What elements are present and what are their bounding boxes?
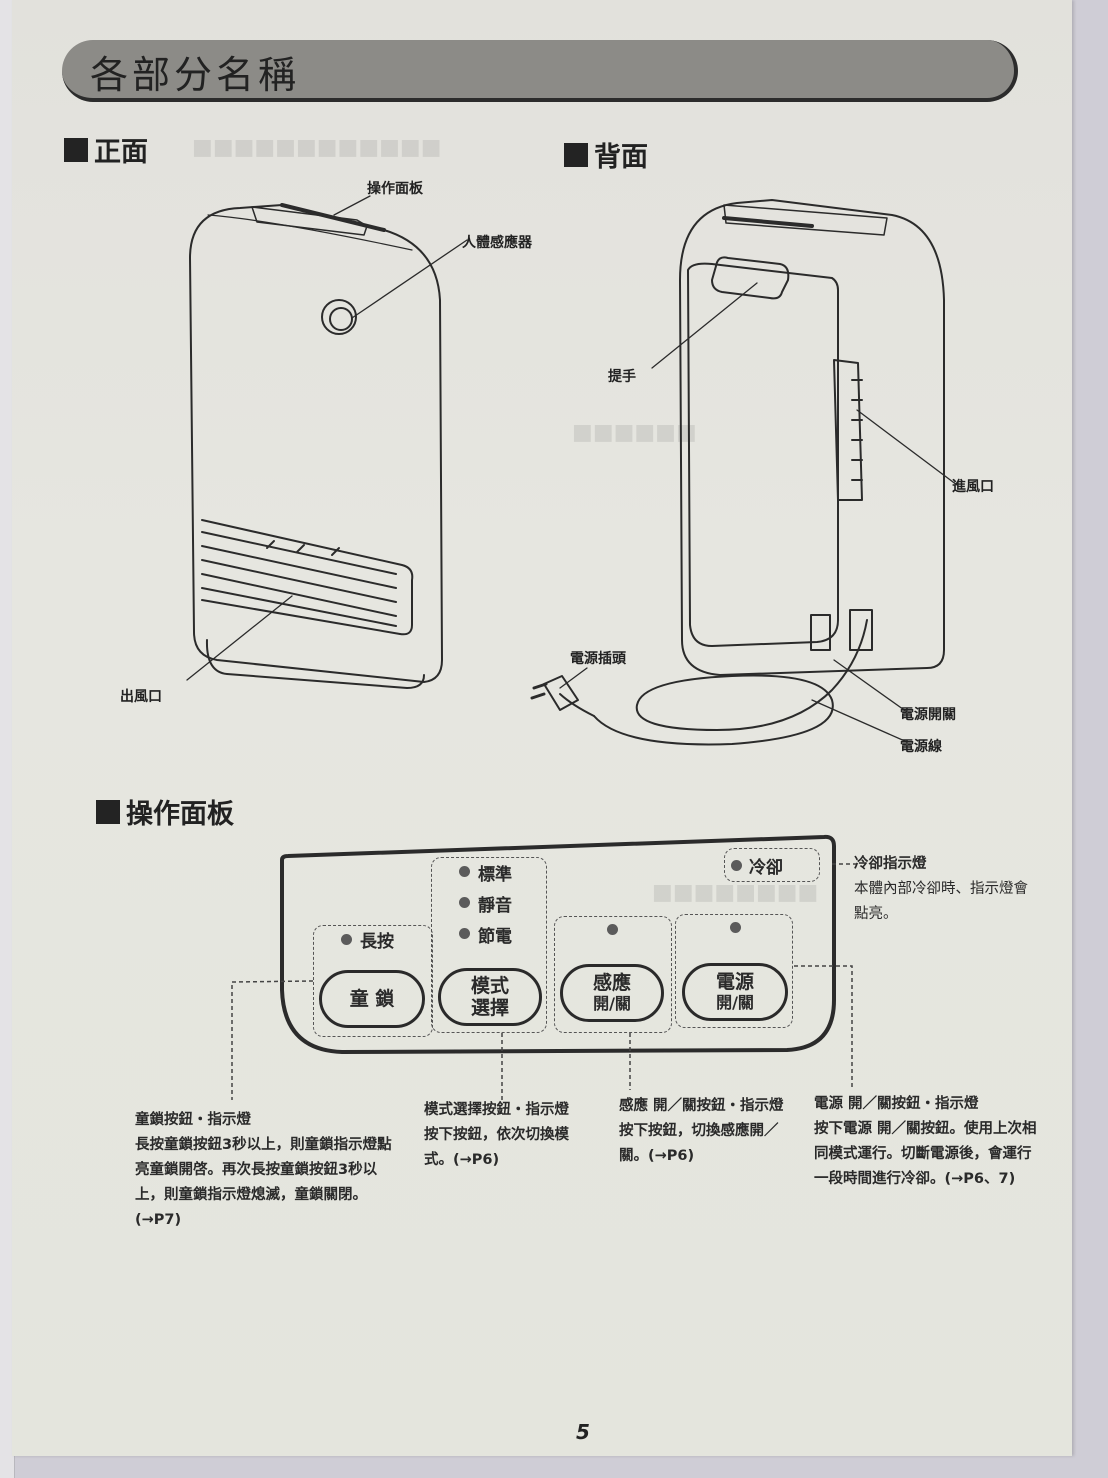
indicator-standard: 標準 [478,865,512,885]
child-lock-desc-title: 童鎖按鈕・指示燈 [135,1112,251,1128]
child-lock-indicator-light [341,934,352,945]
sensor-group [554,916,672,1033]
front-heading-text: 正面 [94,137,148,168]
indicator-long-press: 長按 [360,932,394,952]
power-toggle-button[interactable]: 電源 開/關 [682,963,788,1021]
indicator-cooling: 冷卻 [749,858,783,878]
label-motion-sensor: 人體感應器 [462,235,532,251]
sensor-desc-title: 感應 開／關按鈕・指示燈 [619,1098,784,1114]
cooling-note-title: 冷卻指示燈 [854,856,927,872]
cooling-note-body: 本體內部冷卻時、指示燈會點亮。 [854,881,1028,922]
square-bullet-icon [96,799,120,824]
child-lock-description: 童鎖按鈕・指示燈 長按童鎖按鈕3秒以上，則童鎖指示燈點亮童鎖開啓。再次長按童鎖按… [135,1108,400,1233]
page-title: 各部分名稱 [90,53,301,97]
child-lock-desc-body: 長按童鎖按鈕3秒以上，則童鎖指示燈點亮童鎖開啓。再次長按童鎖按鈕3秒以上，則童鎖… [135,1137,392,1228]
square-bullet-icon [564,142,588,167]
cooling-group [724,848,820,882]
power-button-label-line1: 電源 [715,971,754,993]
sensor-description: 感應 開／關按鈕・指示燈 按下按鈕，切換感應開／關。(→P6) [619,1094,789,1169]
page-title-bar: 各部分名稱 [62,40,1018,102]
mode-group [431,857,547,1033]
label-power-switch: 電源開關 [900,707,956,723]
sensor-indicator-light [607,924,618,935]
mode-select-button[interactable]: 模式 選擇 [438,968,542,1026]
child-lock-group [313,925,433,1037]
label-power-plug: 電源插頭 [570,651,626,667]
mode-button-label-line1: 模式 [470,975,509,997]
back-heading-text: 背面 [594,142,648,173]
label-handle: 提手 [608,369,636,385]
control-panel-heading-text: 操作面板 [126,799,234,830]
mode-desc-body: 按下按鈕，依次切換模式。(→P6) [424,1127,569,1168]
sensor-button-label-line2: 開/關 [593,994,631,1013]
front-heater-drawing [186,195,468,689]
manual-page: ■■■■■■■■■■■■ ■■■■■■ ■■■■■■■■ 各部分名稱 正面 背面… [12,0,1072,1456]
power-button-label-line2: 開/關 [716,993,754,1012]
quiet-indicator-light [459,897,470,908]
standard-indicator-light [459,866,470,877]
label-air-outlet: 出風口 [120,689,162,705]
power-desc-title: 電源 開／關按鈕・指示燈 [814,1096,979,1112]
back-heading: 背面 [564,135,648,174]
sensor-button-label-line1: 感應 [592,972,631,994]
child-lock-button-label: 童 鎖 [349,988,395,1010]
child-lock-button[interactable]: 童 鎖 [319,970,425,1028]
eco-indicator-light [459,928,470,939]
cooling-indicator-note: 冷卻指示燈 本體內部冷卻時、指示燈會點亮。 [854,852,1034,927]
power-desc-body: 按下電源 開／關按鈕。使用上次相同模式運行。切斷電源後，會運行一段時間進行冷卻。… [814,1121,1037,1187]
label-air-inlet: 進風口 [952,479,994,495]
back-heater-drawing [530,199,958,746]
label-control-panel: 操作面板 [367,181,423,197]
square-bullet-icon [64,137,88,162]
heater-illustrations [186,195,958,1100]
cooling-indicator-light [731,860,742,871]
mode-desc-title: 模式選擇按鈕・指示燈 [424,1102,569,1118]
sensor-desc-body: 按下按鈕，切換感應開／關。(→P6) [619,1123,779,1164]
panel-outline [280,834,836,1054]
indicator-eco: 節電 [478,927,512,947]
control-panel-heading: 操作面板 [96,792,234,831]
indicator-quiet: 靜音 [478,896,512,916]
page-number: 5 [576,1420,590,1444]
power-description: 電源 開／關按鈕・指示燈 按下電源 開／關按鈕。使用上次相同模式運行。切斷電源後… [814,1092,1039,1192]
label-power-cord: 電源線 [900,739,942,755]
power-indicator-light [730,922,741,933]
sensor-toggle-button[interactable]: 感應 開/關 [560,964,664,1022]
mode-description: 模式選擇按鈕・指示燈 按下按鈕，依次切換模式。(→P6) [424,1098,584,1173]
mode-button-label-line2: 選擇 [470,997,509,1019]
front-heading: 正面 [64,130,148,169]
power-group [675,914,793,1028]
